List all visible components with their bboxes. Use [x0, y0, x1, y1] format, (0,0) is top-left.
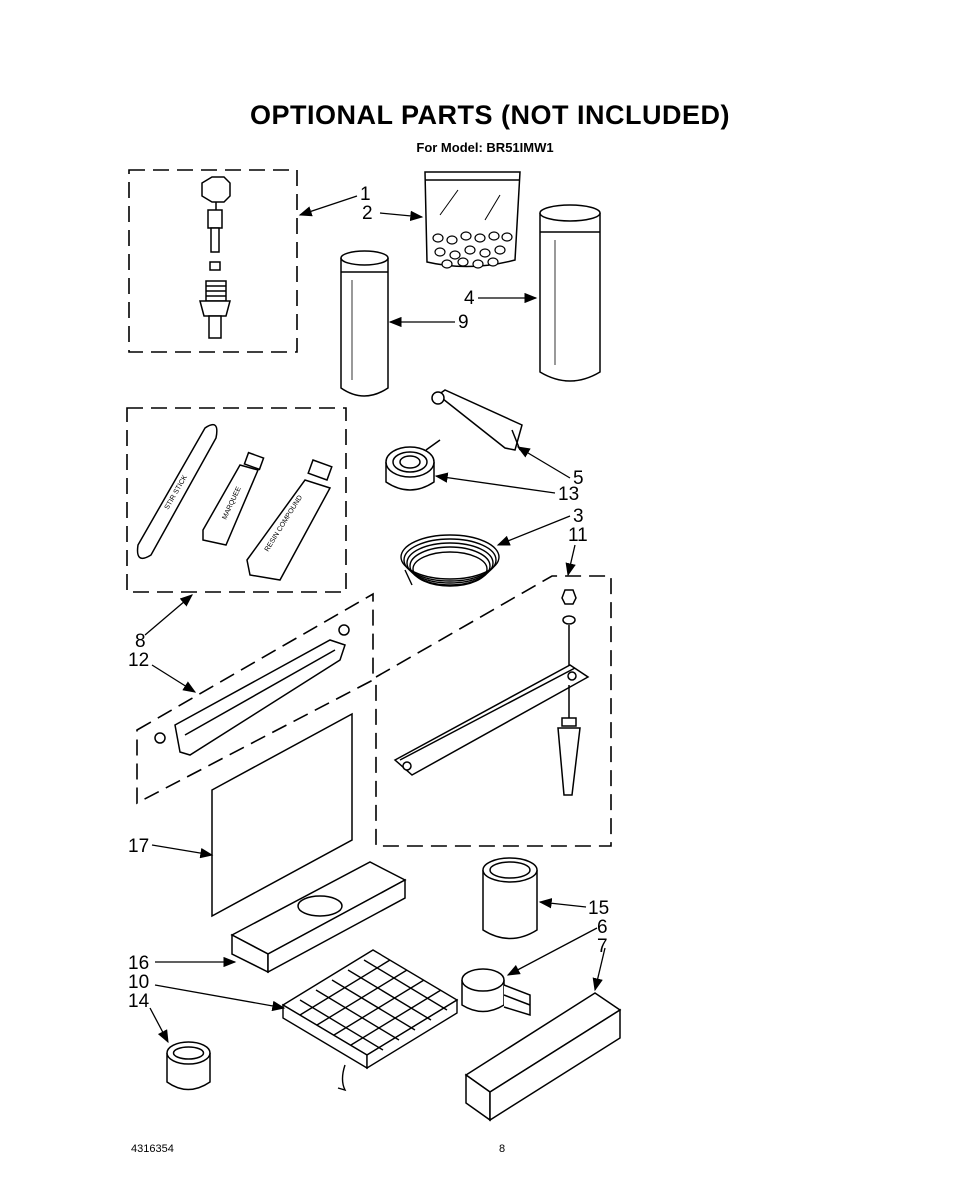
callout-13: 13 — [558, 484, 579, 505]
o-ring-bag — [424, 171, 521, 269]
trim-panel — [136, 592, 374, 805]
filter-sheet — [211, 712, 353, 918]
leader-2 — [379, 210, 424, 222]
leader-7 — [592, 947, 606, 992]
coiled-cord — [400, 534, 500, 587]
bracket-kit-box — [375, 575, 612, 847]
trim-strip — [154, 624, 350, 756]
foam-block — [230, 861, 407, 974]
tube-sealant — [431, 389, 523, 451]
tape-roll — [385, 439, 441, 491]
callout-9: 9 — [458, 312, 469, 333]
leader-3 — [496, 515, 571, 546]
hardener-tube — [202, 451, 265, 546]
leader-12 — [151, 664, 197, 693]
valve-kit-box — [128, 169, 298, 353]
callout-1: 1 — [360, 184, 371, 205]
heater-grid — [281, 949, 459, 1092]
page-title: OPTIONAL PARTS (NOT INCLUDED) — [250, 100, 730, 130]
leader-8 — [144, 594, 193, 636]
callout-15: 15 — [588, 898, 609, 919]
callout-11: 11 — [568, 525, 588, 546]
leader-13 — [434, 472, 556, 494]
long-block — [464, 992, 622, 1122]
callout-2: 2 — [362, 203, 373, 224]
callout-16: 16 — [128, 953, 149, 974]
paint-can — [482, 857, 538, 940]
leader-10 — [154, 984, 286, 1012]
bracket-leg-kit — [393, 589, 590, 796]
callout-5: 5 — [573, 468, 584, 489]
small-can — [166, 1041, 211, 1091]
callout-3: 3 — [573, 506, 584, 527]
leader-11 — [565, 544, 576, 577]
leader-17 — [151, 844, 214, 859]
callout-8: 8 — [135, 631, 146, 652]
leader-5 — [516, 446, 571, 479]
leader-6 — [506, 927, 598, 976]
resin-kit-box — [126, 407, 347, 593]
leader-15 — [538, 898, 587, 909]
callout-17: 17 — [128, 836, 149, 857]
callout-4: 4 — [464, 288, 475, 309]
leader-1 — [298, 195, 358, 217]
spray-can-small — [340, 250, 389, 397]
spray-can-large — [539, 204, 601, 382]
tape-strips — [461, 968, 531, 1017]
callout-12: 12 — [128, 650, 149, 671]
callout-6: 6 — [597, 917, 608, 938]
callout-10: 10 — [128, 972, 149, 993]
callout-7: 7 — [597, 936, 608, 957]
stir-stick — [136, 423, 218, 560]
part-number: 4316354 — [131, 1143, 174, 1155]
leader-14 — [149, 1007, 169, 1044]
page-number: 8 — [499, 1143, 506, 1155]
resin-compound-tube — [246, 459, 333, 581]
callout-14: 14 — [128, 991, 150, 1012]
valve-assembly — [199, 176, 231, 339]
model-subtitle: For Model: BR51IMW1 — [416, 140, 554, 155]
